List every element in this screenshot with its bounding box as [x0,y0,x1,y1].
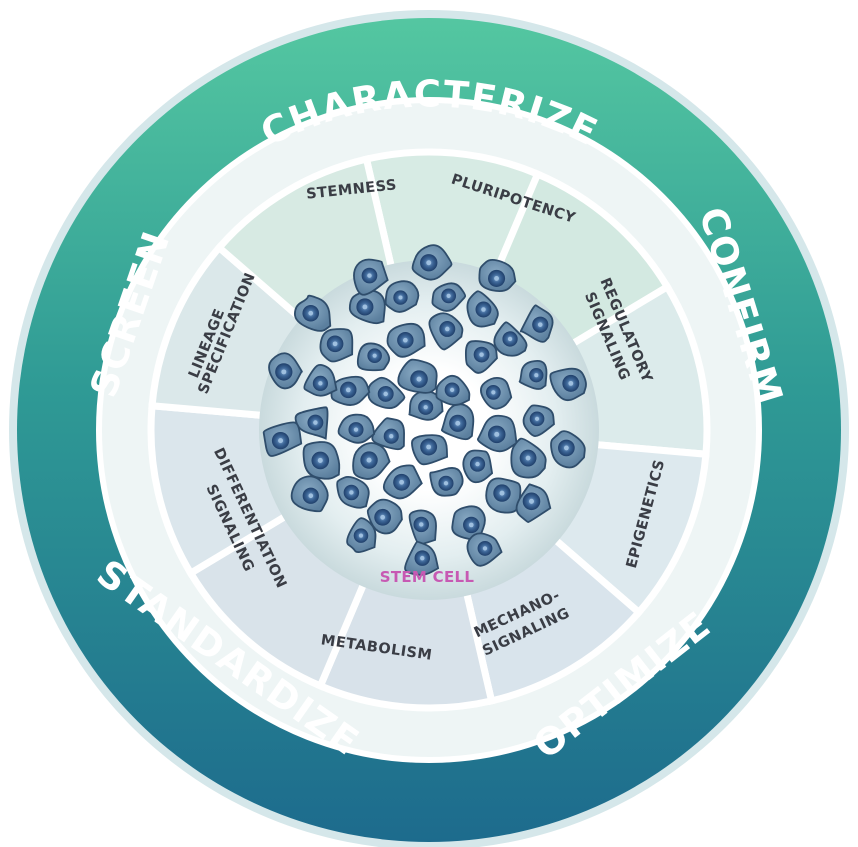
stem-cell [493,321,528,357]
stem-cell [411,434,449,466]
stem-cell [411,244,453,281]
stem-cell [464,340,498,374]
stem-cell [384,280,420,313]
stem-cell [303,363,338,397]
stem-cell [435,374,471,406]
stem-cell [466,532,503,567]
stem-cell [353,258,389,296]
stem-cell-label: STEM CELL [380,568,475,586]
stem-cell [293,294,332,332]
stem-cell [408,509,437,546]
stem-cell [366,498,403,535]
stem-cell [337,413,376,444]
stem-cell [428,312,464,351]
stem-cell [451,505,486,541]
stem-cell-cluster [262,244,587,576]
stem-cell [319,328,354,363]
stem-cell [466,290,499,328]
stem-cell [382,464,423,500]
stem-cell [408,390,444,421]
stem-cell [352,442,391,480]
stem-cell [440,403,475,441]
stem-cell [262,421,303,457]
stem-cell [336,475,370,509]
stem-cell [431,282,467,312]
stem-cell [330,375,371,406]
stem-cell [522,404,555,437]
stem-cell [268,352,303,390]
stem-cell [510,437,547,479]
stem-cell [356,342,391,372]
stem-cell [386,322,426,358]
stem-cell [518,359,548,390]
stem-cell [294,406,329,440]
stem-cell [549,367,587,402]
stem-cell [485,477,522,514]
stem-cell [367,376,406,409]
stem-cell [519,304,554,343]
stem-cell [478,258,517,293]
stem-cell [550,430,586,469]
stem-cell [302,441,341,480]
segment-wheel-border [148,149,710,711]
stem-cell [462,449,494,484]
stem-cell [480,377,513,410]
stem-cell [404,540,440,576]
stem-cell [348,289,386,325]
stem-cell [429,467,464,497]
stem-cell [371,417,405,451]
stem-cell [476,414,518,453]
stem-cell [397,358,438,394]
stem-cell [346,517,377,554]
stem-cell [290,475,329,513]
stem-cell [515,483,552,523]
